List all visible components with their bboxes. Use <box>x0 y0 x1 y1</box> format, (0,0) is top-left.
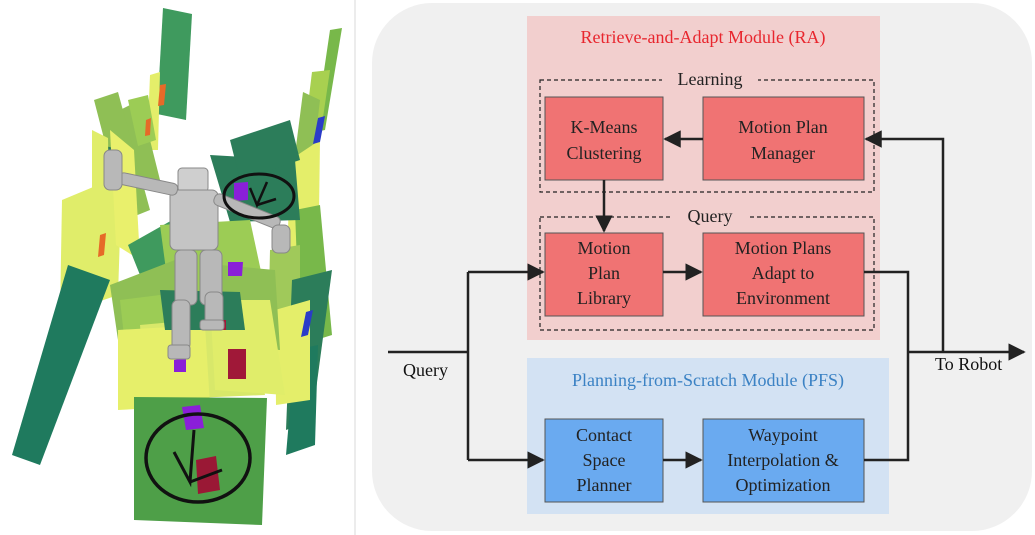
ra-module-title: Retrieve-and-Adapt Module (RA) <box>581 27 826 48</box>
framework-diagram: Retrieve-and-Adapt Module (RA) Learning … <box>372 3 1032 531</box>
contact-line1: Contact <box>576 425 632 445</box>
library-line1: Motion <box>577 238 630 258</box>
adapt-line1: Motion Plans <box>735 238 832 258</box>
highlight-circle-lower <box>144 412 252 504</box>
adapt-line3: Environment <box>736 288 830 308</box>
library-line3: Library <box>577 288 631 308</box>
pfs-module-title: Planning-from-Scratch Module (PFS) <box>572 370 844 391</box>
waypoint-line2: Interpolation & <box>727 450 838 470</box>
pfs-module: Planning-from-Scratch Module (PFS) Conta… <box>527 358 889 514</box>
connectors <box>388 130 1026 469</box>
query-input-label: Query <box>403 360 448 380</box>
contact-line3: Planner <box>577 475 632 495</box>
library-line2: Plan <box>588 263 620 283</box>
contact-patches <box>98 84 325 494</box>
highlight-circle-upper <box>222 172 296 220</box>
adapt-line2: Adapt to <box>752 263 815 283</box>
learning-group-border <box>539 79 875 193</box>
kmeans-line2: Clustering <box>567 143 642 163</box>
contact-line2: Space <box>583 450 626 470</box>
waypoint-line1: Waypoint <box>748 425 818 445</box>
humanoid-robot <box>103 149 291 360</box>
feedback-to-manager <box>864 130 945 352</box>
query-label-background <box>672 205 748 227</box>
query-group-label: Query <box>688 206 733 226</box>
robot-simulation-render <box>12 8 342 525</box>
to-robot-label: To Robot <box>935 354 1002 374</box>
ra-module: Retrieve-and-Adapt Module (RA) Learning … <box>527 16 880 340</box>
waypoint-output-line <box>864 352 910 462</box>
contact-space-planner-box: Contact Space Planner <box>544 418 664 503</box>
waypoint-interpolation-box: Waypoint Interpolation & Optimization <box>702 418 865 503</box>
kmeans-line1: K-Means <box>571 117 638 137</box>
motion-plan-manager-box: Motion Plan Manager <box>702 96 865 181</box>
motion-plans-adapt-box: Motion Plans Adapt to Environment <box>702 232 865 317</box>
learning-label-background <box>662 68 758 90</box>
manager-line2: Manager <box>751 143 815 163</box>
waypoint-line3: Optimization <box>736 475 831 495</box>
manager-line1: Motion Plan <box>738 117 828 137</box>
adapt-output-line <box>864 270 910 352</box>
motion-plan-library-box: Motion Plan Library <box>544 232 664 317</box>
kmeans-clustering-box: K-Means Clustering <box>544 96 664 181</box>
learning-group-label: Learning <box>678 69 743 89</box>
